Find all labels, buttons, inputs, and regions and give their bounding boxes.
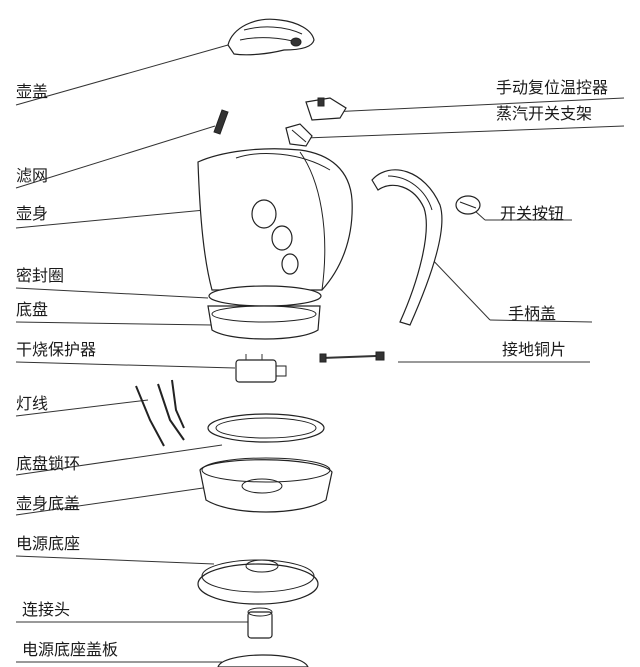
thermostat-part: [305, 97, 347, 121]
leader-bottom-cover: [15, 487, 204, 516]
label-lock-ring: 底盘锁环: [16, 454, 81, 473]
body-bottom-cover-part: [199, 457, 333, 513]
steam-bracket-part: [285, 123, 313, 147]
label-body-bottom-cover: 壶身底盖: [16, 494, 81, 513]
label-switch-button: 开关按钮: [500, 204, 565, 223]
label-power-base: 电源底座: [16, 534, 81, 553]
leader-lamp: [15, 399, 149, 417]
label-thermostat: 手动复位温控器: [496, 78, 609, 97]
filter-part: [213, 109, 229, 135]
body-part: [197, 148, 353, 291]
label-connector: 连接头: [22, 600, 71, 619]
leader-body: [15, 209, 206, 229]
leader-bottom-plate: [15, 321, 213, 326]
leader-filter: [15, 125, 216, 189]
leader-steam-bracket: [304, 125, 625, 139]
base-cover-plate-part: [217, 654, 309, 667]
switch-button-part: [455, 195, 481, 215]
lamp-wire-part: [135, 379, 185, 447]
leader-thermostat: [329, 97, 625, 113]
label-steam-bracket: 蒸汽开关支架: [496, 104, 593, 123]
lock-ring-part: [207, 413, 325, 443]
leader-lid: [15, 44, 229, 106]
label-ground-copper: 接地铜片: [502, 340, 567, 359]
label-handle-cover: 手柄盖: [508, 304, 557, 323]
leader-seal: [15, 287, 209, 299]
lid-part: [227, 18, 315, 56]
handle-cover-part: [371, 169, 443, 326]
label-lamp-wire: 灯线: [16, 394, 49, 413]
label-seal-ring: 密封圈: [16, 266, 65, 285]
label-body: 壶身: [16, 204, 49, 223]
label-dry-protector: 干烧保护器: [16, 340, 97, 359]
leader-handle-2: [489, 319, 593, 323]
label-bottom-plate: 底盘: [16, 300, 49, 319]
dry-protector-part: [235, 354, 287, 383]
leader-handle: [427, 254, 491, 321]
label-base-cover-plate: 电源底座盖板: [22, 640, 119, 659]
leader-power-base: [15, 555, 215, 565]
bottom-plate-part: [207, 305, 321, 340]
leader-dry: [15, 361, 236, 369]
connector-part: [247, 607, 273, 639]
ground-copper-part: [319, 351, 385, 363]
seal-ring-part: [208, 285, 322, 307]
leader-lock-ring: [15, 444, 223, 476]
label-filter: 滤网: [16, 166, 49, 185]
power-base-part: [197, 559, 319, 605]
label-lid: 壶盖: [16, 82, 49, 101]
